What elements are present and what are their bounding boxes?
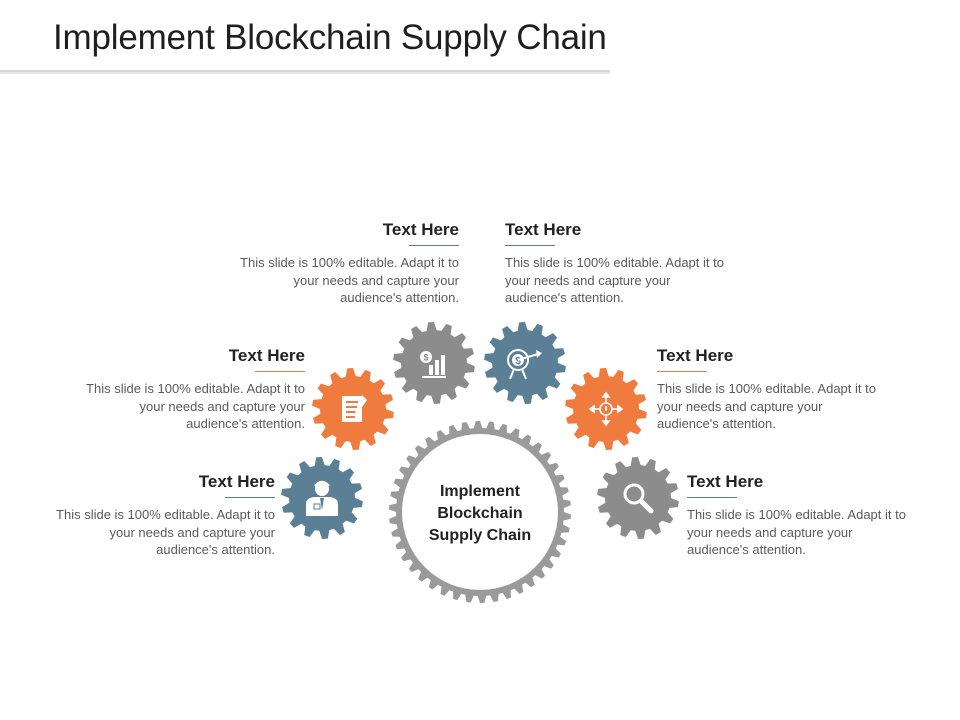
text-block-4: Text Here This slide is 100% editable. A…	[505, 220, 735, 307]
directions-icon	[588, 391, 624, 427]
gear-shape	[597, 457, 679, 539]
growth-chart-icon: $	[420, 351, 446, 378]
center-gear-ring	[389, 421, 571, 603]
gear-shape	[484, 322, 566, 404]
text-block-heading: Text Here	[198, 472, 275, 491]
heading-underline	[225, 497, 275, 498]
text-block-1: Text Here This slide is 100% editable. A…	[45, 472, 275, 559]
document-icon	[342, 395, 367, 422]
heading-underline	[409, 245, 459, 246]
dollar-target-icon: $	[507, 349, 542, 380]
text-block-body: This slide is 100% editable. Adapt it to…	[86, 381, 305, 431]
heading-underline	[657, 371, 707, 372]
gear-shape	[393, 322, 475, 404]
gear-directions	[565, 368, 647, 450]
text-block-heading: Text Here	[382, 220, 459, 239]
text-block-heading: Text Here	[228, 346, 305, 365]
text-block-body: This slide is 100% editable. Adapt it to…	[56, 507, 275, 557]
center-label: Implement Blockchain Supply Chain	[428, 483, 532, 544]
text-block-body: This slide is 100% editable. Adapt it to…	[505, 255, 724, 305]
text-block-3: Text Here This slide is 100% editable. A…	[229, 220, 459, 307]
heading-underline	[505, 245, 555, 246]
gear-document	[312, 368, 394, 450]
text-block-heading: Text Here	[687, 472, 764, 491]
center-gear-hole	[402, 434, 558, 590]
slide-title: Implement Blockchain Supply Chain	[53, 18, 607, 57]
text-block-2: Text Here This slide is 100% editable. A…	[75, 346, 305, 433]
businessman-icon	[306, 480, 338, 516]
text-block-5: Text Here This slide is 100% editable. A…	[657, 346, 887, 433]
gear-dollar-target: $	[484, 322, 566, 404]
magnifier-icon	[623, 483, 654, 514]
svg-text:$: $	[423, 353, 428, 363]
gear-magnifier	[597, 457, 679, 539]
text-block-heading: Text Here	[657, 346, 734, 365]
svg-text:$: $	[515, 356, 521, 367]
gear-businessman	[281, 457, 363, 539]
heading-underline	[687, 497, 737, 498]
heading-underline	[255, 371, 305, 372]
text-block-body: This slide is 100% editable. Adapt it to…	[657, 381, 876, 431]
text-block-6: Text Here This slide is 100% editable. A…	[687, 472, 917, 559]
text-block-body: This slide is 100% editable. Adapt it to…	[687, 507, 906, 557]
gear-growth-chart: $	[393, 322, 475, 404]
title-divider	[0, 70, 610, 74]
text-block-body: This slide is 100% editable. Adapt it to…	[240, 255, 459, 305]
text-block-heading: Text Here	[505, 220, 582, 239]
